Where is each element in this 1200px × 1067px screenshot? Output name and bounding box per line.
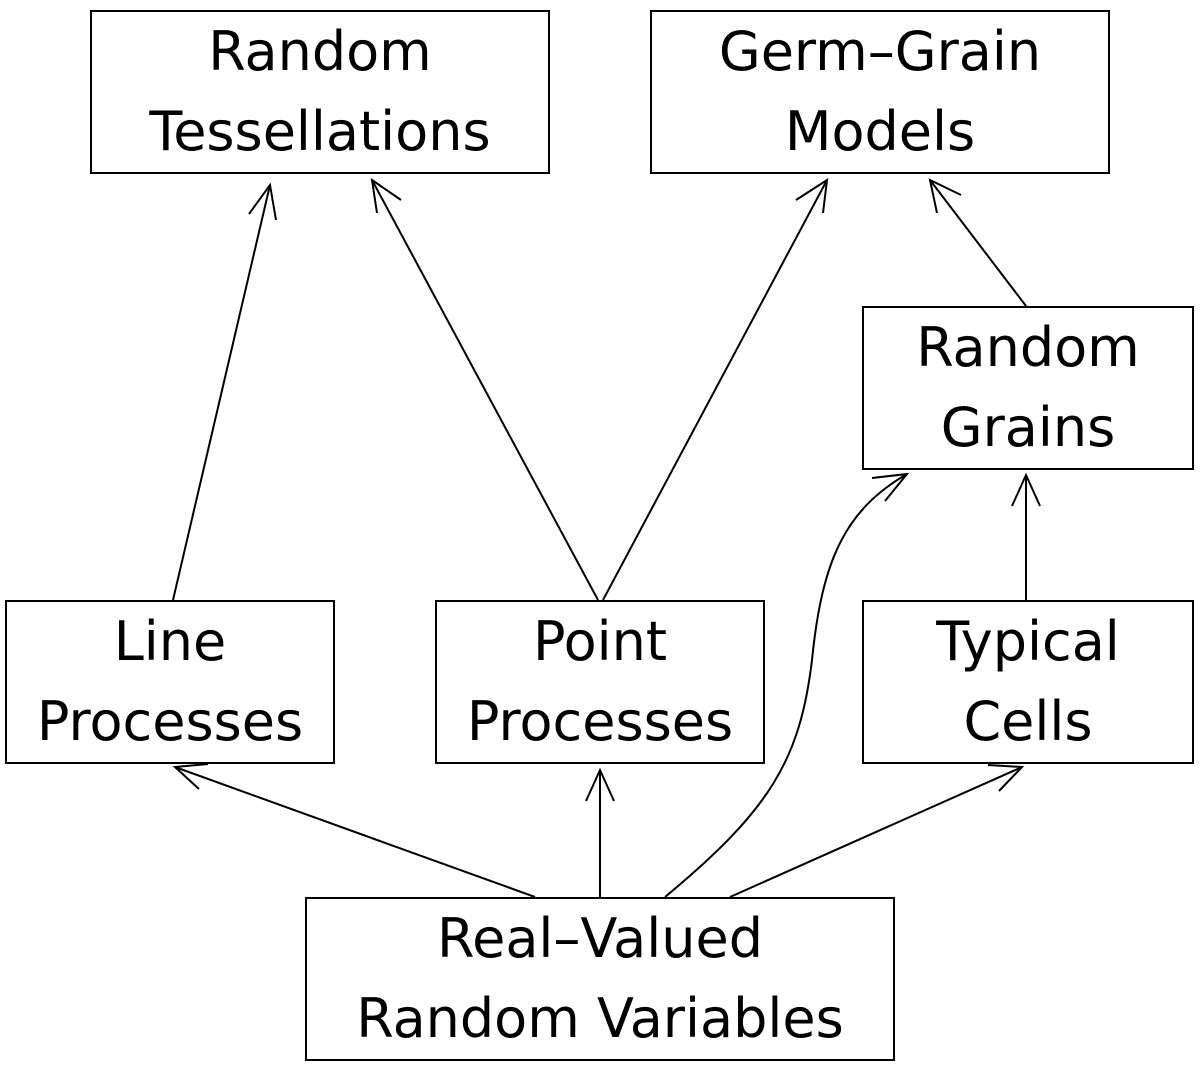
arrowhead-real-valued-to-random-grains: [871, 472, 910, 502]
arrowhead-random-grains-to-germ-grain-models: [928, 178, 962, 214]
arrowhead-real-valued-to-line-processes: [172, 763, 209, 790]
node-random-grains: Random Grains: [862, 306, 1194, 470]
arrowhead-point-processes-to-germ-grain-models: [795, 178, 829, 214]
node-label-line-2: Models: [784, 100, 976, 163]
edge-line-processes-to-random-tessellations: [172, 184, 271, 601]
edge-real-valued-to-random-grains: [664, 473, 908, 898]
arrowhead-line-processes-to-random-tessellations: [248, 182, 277, 221]
node-point-processes: Point Processes: [435, 600, 765, 764]
node-line-processes: Line Processes: [5, 600, 335, 764]
node-label-line-2: Grains: [940, 396, 1116, 459]
node-label-line-2: Cells: [963, 690, 1093, 753]
node-germ-grain-models: Germ–Grain Models: [650, 10, 1110, 174]
arrowhead-real-valued-to-point-processes: [585, 767, 615, 802]
edge-random-grains-to-germ-grain-models: [929, 179, 1027, 307]
node-label-line-1: Real–Valued: [437, 907, 763, 970]
node-label-line-1: Germ–Grain: [718, 20, 1042, 83]
node-label-line-1: Random: [208, 20, 432, 83]
node-random-tessellations: Random Tessellations: [90, 10, 550, 174]
node-label-line-1: Line: [113, 610, 227, 673]
node-label-line-1: Point: [532, 610, 668, 673]
edge-real-valued-to-line-processes: [174, 766, 536, 898]
node-real-valued-random-variables: Real–Valued Random Variables: [305, 897, 895, 1061]
edge-point-processes-to-random-tessellations: [371, 179, 599, 601]
node-label-line-1: Typical: [936, 610, 1120, 673]
node-label-line-2: Random Variables: [356, 987, 844, 1050]
node-label-line-2: Tessellations: [149, 100, 491, 163]
node-label-line-1: Random: [916, 316, 1140, 379]
node-label-line-2: Processes: [466, 690, 734, 753]
node-typical-cells: Typical Cells: [862, 600, 1194, 764]
edge-real-valued-to-typical-cells: [729, 766, 1023, 898]
arrowhead-real-valued-to-typical-cells: [987, 764, 1025, 792]
edge-point-processes-to-germ-grain-models: [602, 179, 828, 601]
arrowhead-typical-cells-to-random-grains: [1011, 472, 1041, 507]
arrowhead-point-processes-to-random-tessellations: [370, 177, 402, 214]
node-label-line-2: Processes: [36, 690, 304, 753]
